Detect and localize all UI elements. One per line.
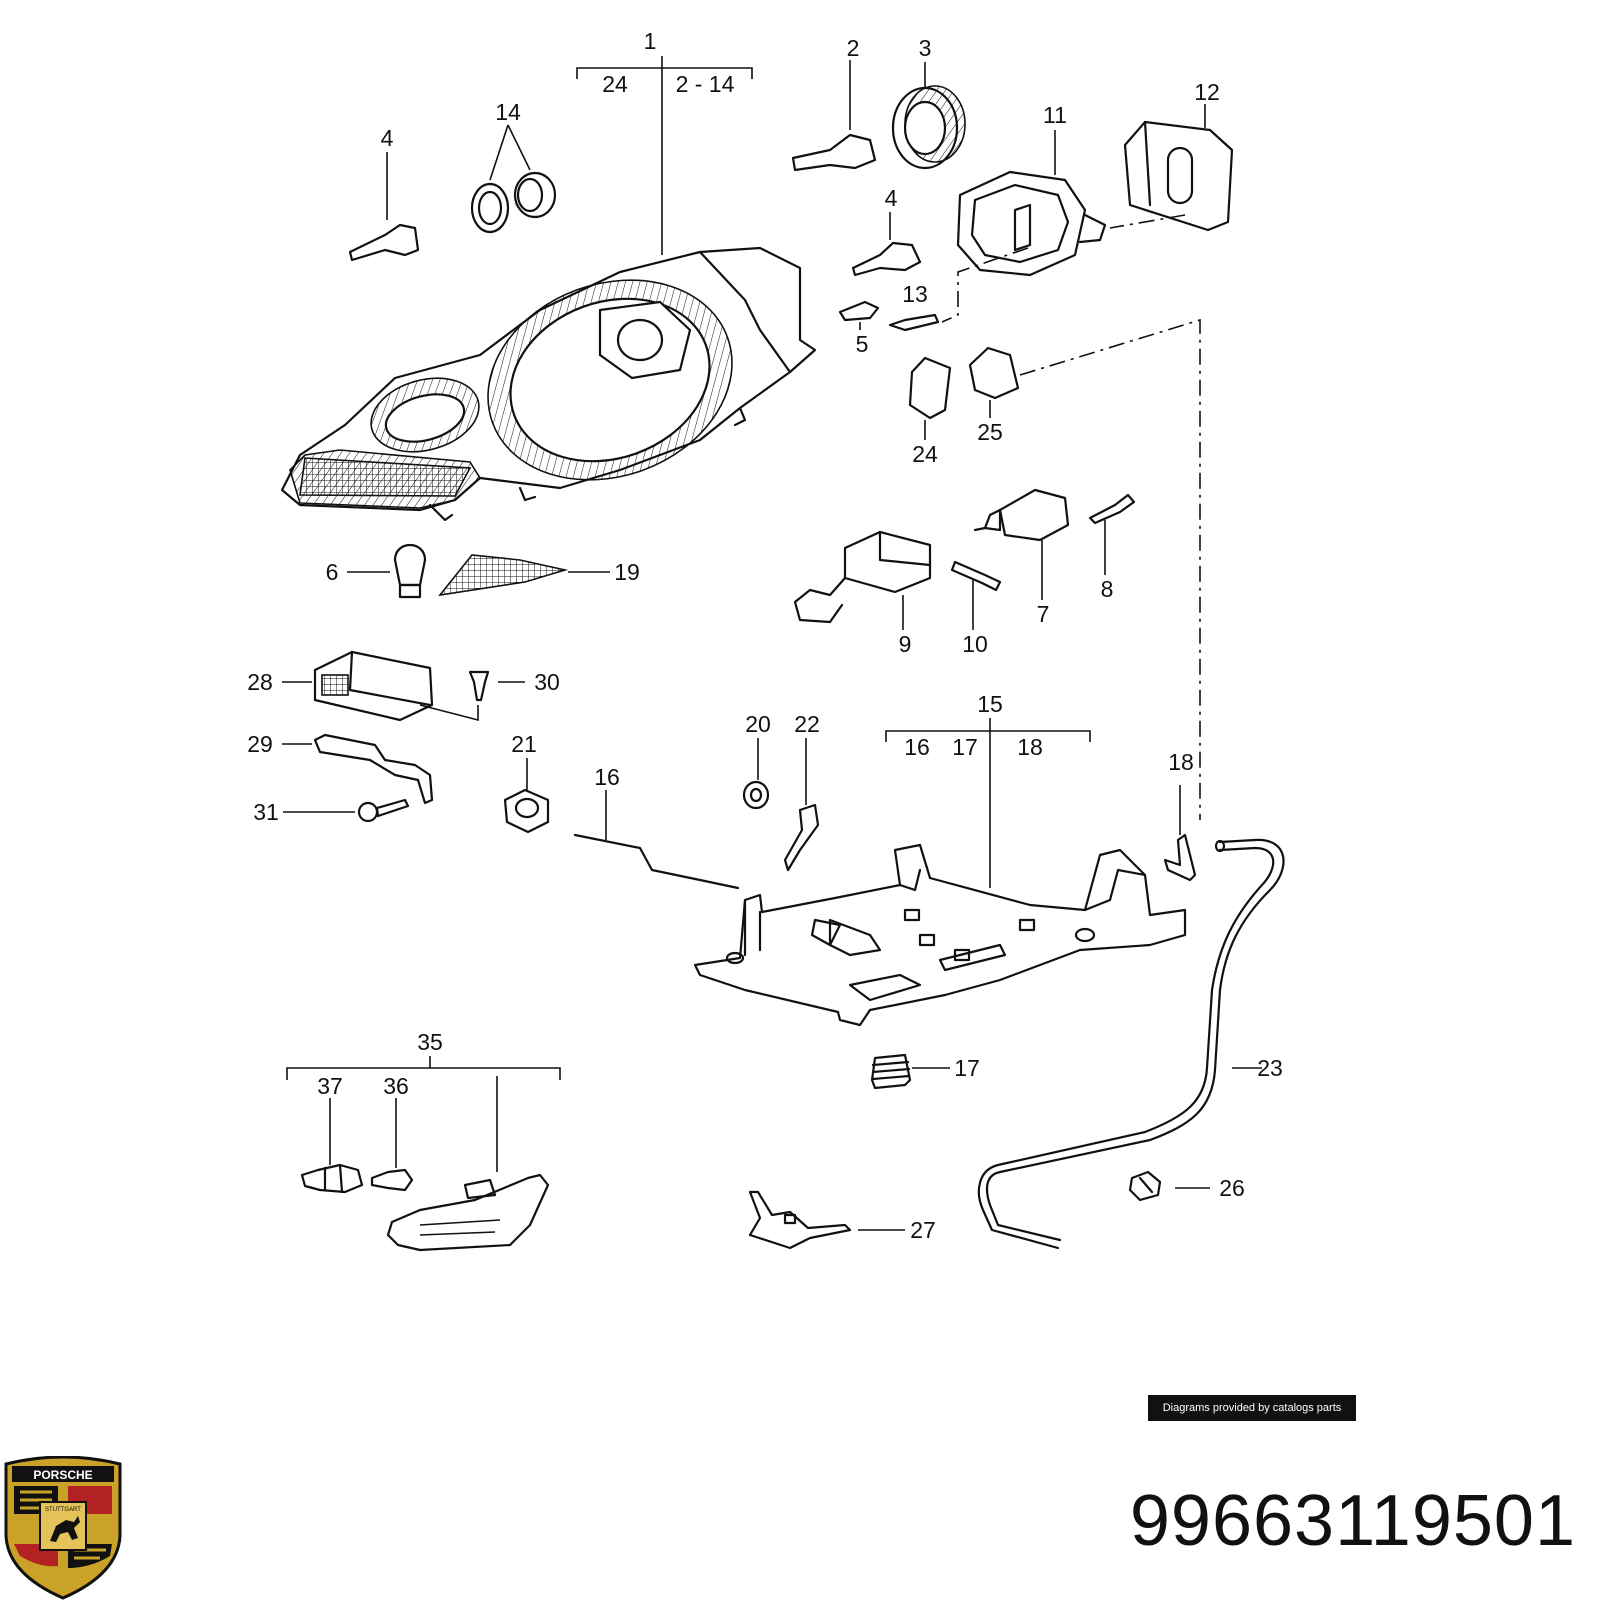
callout-31: 31 bbox=[253, 799, 279, 825]
callout-12: 12 bbox=[1194, 79, 1220, 105]
callout-17: 17 bbox=[954, 1055, 980, 1081]
retaining-ring-3: 3 bbox=[891, 35, 966, 170]
clip-22: 22 bbox=[783, 711, 820, 872]
callout-11: 11 bbox=[1043, 102, 1067, 128]
callout-24: 24 bbox=[912, 441, 938, 467]
callout-20: 20 bbox=[745, 711, 771, 737]
callout-1-sub-right: 2 - 14 bbox=[676, 71, 735, 97]
bulb-4-left: 4 bbox=[348, 125, 420, 262]
part-number: 99663119501 bbox=[1129, 1481, 1576, 1561]
headlight-housing bbox=[280, 246, 817, 522]
module-9: 9 bbox=[793, 530, 932, 657]
connector-25: 25 bbox=[968, 346, 1020, 445]
bulb-36: 36 bbox=[370, 1073, 414, 1192]
ignitor-link-line bbox=[941, 247, 1029, 323]
callout-8: 8 bbox=[1101, 576, 1114, 602]
callout-15: 15 16 17 18 bbox=[885, 691, 1091, 888]
grommet-21: 21 bbox=[503, 731, 550, 834]
callout-16: 16 bbox=[594, 764, 620, 790]
bulb-6: 6 bbox=[326, 544, 427, 599]
svg-text:STUTTGART: STUTTGART bbox=[45, 1507, 81, 1513]
callout-14: 14 bbox=[495, 99, 521, 125]
callout-1-label: 1 bbox=[644, 28, 657, 54]
ballast-12: 12 bbox=[1123, 79, 1234, 232]
callout-3: 3 bbox=[919, 35, 932, 61]
nut-20: 20 bbox=[742, 711, 771, 810]
connector-24: 24 bbox=[908, 356, 952, 467]
callout-4-right: 4 bbox=[885, 185, 898, 211]
callout-2: 2 bbox=[847, 35, 860, 61]
callout-9: 9 bbox=[899, 631, 912, 657]
callout-4-left: 4 bbox=[381, 125, 394, 151]
bulb-4-right: 4 bbox=[851, 185, 922, 277]
screw-8: 8 bbox=[1088, 493, 1136, 602]
callout-37: 37 bbox=[317, 1073, 343, 1099]
reflector-19: 19 bbox=[438, 554, 640, 597]
socket-37: 37 bbox=[300, 1073, 364, 1194]
callout-21: 21 bbox=[511, 731, 537, 757]
callout-19: 19 bbox=[614, 559, 640, 585]
callout-25: 25 bbox=[977, 419, 1003, 445]
seals-14: 14 bbox=[470, 99, 557, 234]
callout-35: 35 bbox=[286, 1029, 561, 1172]
callout-1-sub-left: 24 bbox=[602, 71, 628, 97]
callout-22: 22 bbox=[794, 711, 820, 737]
bulb-5: 5 bbox=[838, 300, 880, 357]
ballast-link-line bbox=[1109, 214, 1186, 229]
xenon-bulb-2: 2 bbox=[791, 35, 877, 172]
callout-18: 18 bbox=[1168, 749, 1194, 775]
callout-6: 6 bbox=[326, 559, 339, 585]
callout-30: 30 bbox=[534, 669, 560, 695]
callout-35-label: 35 bbox=[417, 1029, 443, 1055]
clip-18: 18 bbox=[1163, 749, 1197, 882]
callout-15-sub-16: 16 bbox=[904, 734, 930, 760]
callout-15-label: 15 bbox=[977, 691, 1003, 717]
diagram-credit: Diagrams provided by catalogs parts bbox=[1148, 1395, 1356, 1421]
callout-29: 29 bbox=[247, 731, 273, 757]
callout-1: 1 24 2 - 14 bbox=[576, 28, 753, 255]
bracket-27: 27 bbox=[748, 1190, 936, 1250]
hose-23: 23 bbox=[977, 838, 1285, 1250]
porsche-crest-logo: PORSCHE STUTTGART bbox=[4, 1456, 122, 1600]
callout-27: 27 bbox=[910, 1217, 936, 1243]
callout-26: 26 bbox=[1219, 1175, 1245, 1201]
callout-15-sub-17: 17 bbox=[952, 734, 978, 760]
side-marker-35 bbox=[386, 1173, 550, 1252]
cable-route-line bbox=[1019, 318, 1201, 820]
callout-28: 28 bbox=[247, 669, 273, 695]
callout-23: 23 bbox=[1257, 1055, 1283, 1081]
screw-13: 13 bbox=[888, 281, 940, 332]
control-unit-28: 28 bbox=[247, 650, 434, 722]
motor-7: 7 bbox=[973, 488, 1070, 627]
callout-36: 36 bbox=[383, 1073, 409, 1099]
screw-31: 31 bbox=[253, 798, 410, 825]
bracket-29: 29 bbox=[247, 731, 434, 805]
svg-text:PORSCHE: PORSCHE bbox=[33, 1468, 92, 1482]
screw-30: 30 bbox=[468, 669, 560, 702]
callout-7: 7 bbox=[1037, 601, 1050, 627]
rod-16: 16 bbox=[573, 764, 740, 890]
callout-10: 10 bbox=[962, 631, 988, 657]
fixing-line-28-30 bbox=[419, 704, 479, 722]
ignitor-11: 11 bbox=[956, 102, 1107, 277]
callout-15-sub-18: 18 bbox=[1017, 734, 1043, 760]
mounting-bracket-15 bbox=[693, 843, 1187, 1027]
callout-13: 13 bbox=[902, 281, 928, 307]
screw-10: 10 bbox=[950, 560, 1002, 657]
clip-26: 26 bbox=[1128, 1170, 1245, 1202]
buffer-17: 17 bbox=[870, 1053, 980, 1090]
callout-5: 5 bbox=[856, 331, 869, 357]
